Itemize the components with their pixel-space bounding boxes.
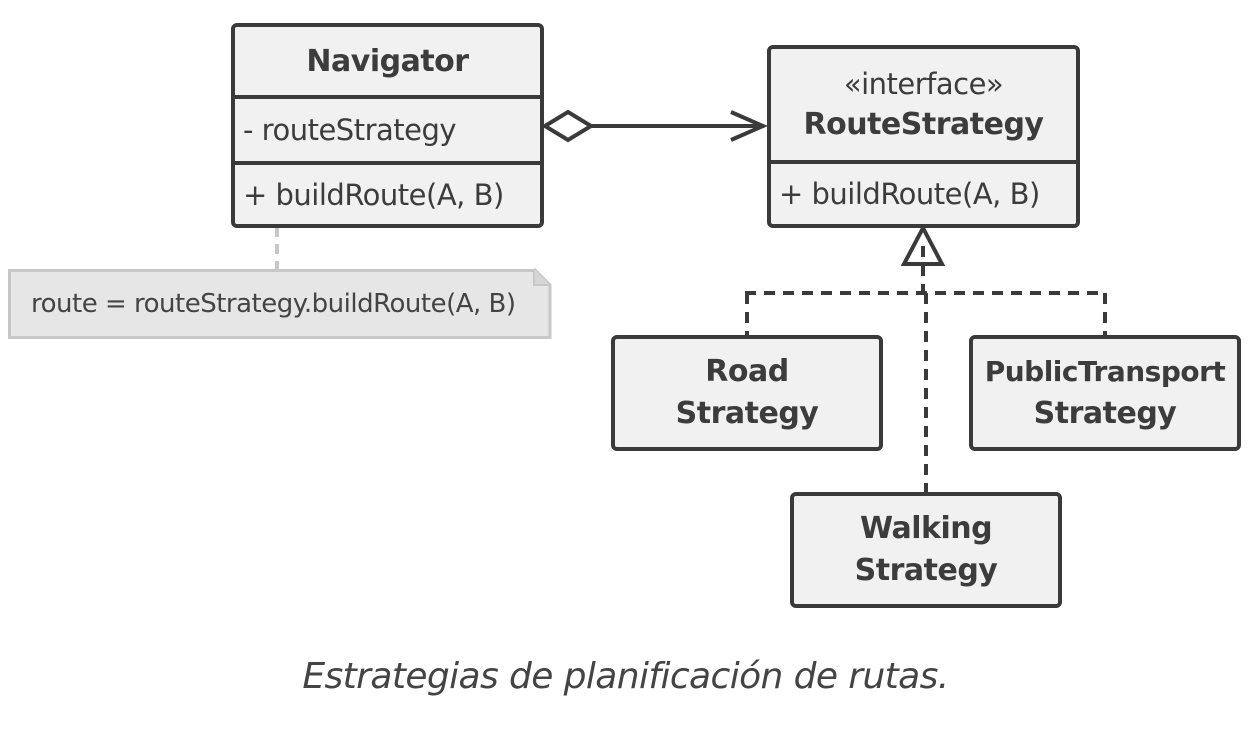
route-strategy-name: RouteStrategy (803, 106, 1044, 142)
aggregation-diamond (541, 109, 595, 143)
route-strategy-header: «interface» RouteStrategy (771, 49, 1076, 160)
figure-caption: Estrategias de planificación de rutas. (302, 656, 949, 697)
public-transport-strategy-line1: PublicTransport (984, 355, 1226, 388)
walking-strategy-class: Walking Strategy (790, 492, 1062, 608)
code-note: route = routeStrategy.buildRoute(A, B) (8, 269, 550, 339)
route-strategy-method: + buildRoute(A, B) (771, 160, 1076, 224)
navigator-class: Navigator - routeStrategy + buildRoute(A… (231, 23, 544, 228)
navigator-field: - routeStrategy (235, 95, 540, 161)
road-strategy-line2: Strategy (675, 396, 819, 431)
navigator-method: + buildRoute(A, B) (235, 161, 540, 224)
road-strategy-class: Road Strategy (611, 335, 883, 451)
road-strategy-line1: Road (705, 354, 789, 389)
code-note-text: route = routeStrategy.buildRoute(A, B) (31, 289, 516, 319)
walking-strategy-line2: Strategy (854, 553, 998, 588)
route-strategy-interface: «interface» RouteStrategy + buildRoute(A… (767, 45, 1080, 228)
public-transport-strategy-class: PublicTransport Strategy (969, 335, 1241, 451)
navigator-class-name: Navigator (306, 43, 469, 79)
public-transport-strategy-line2: Strategy (1033, 396, 1177, 431)
association-arrowhead (730, 110, 768, 142)
interface-stereotype: «interface» (843, 66, 1004, 101)
walking-strategy-line1: Walking (859, 511, 993, 546)
realization-lines (745, 246, 1107, 492)
